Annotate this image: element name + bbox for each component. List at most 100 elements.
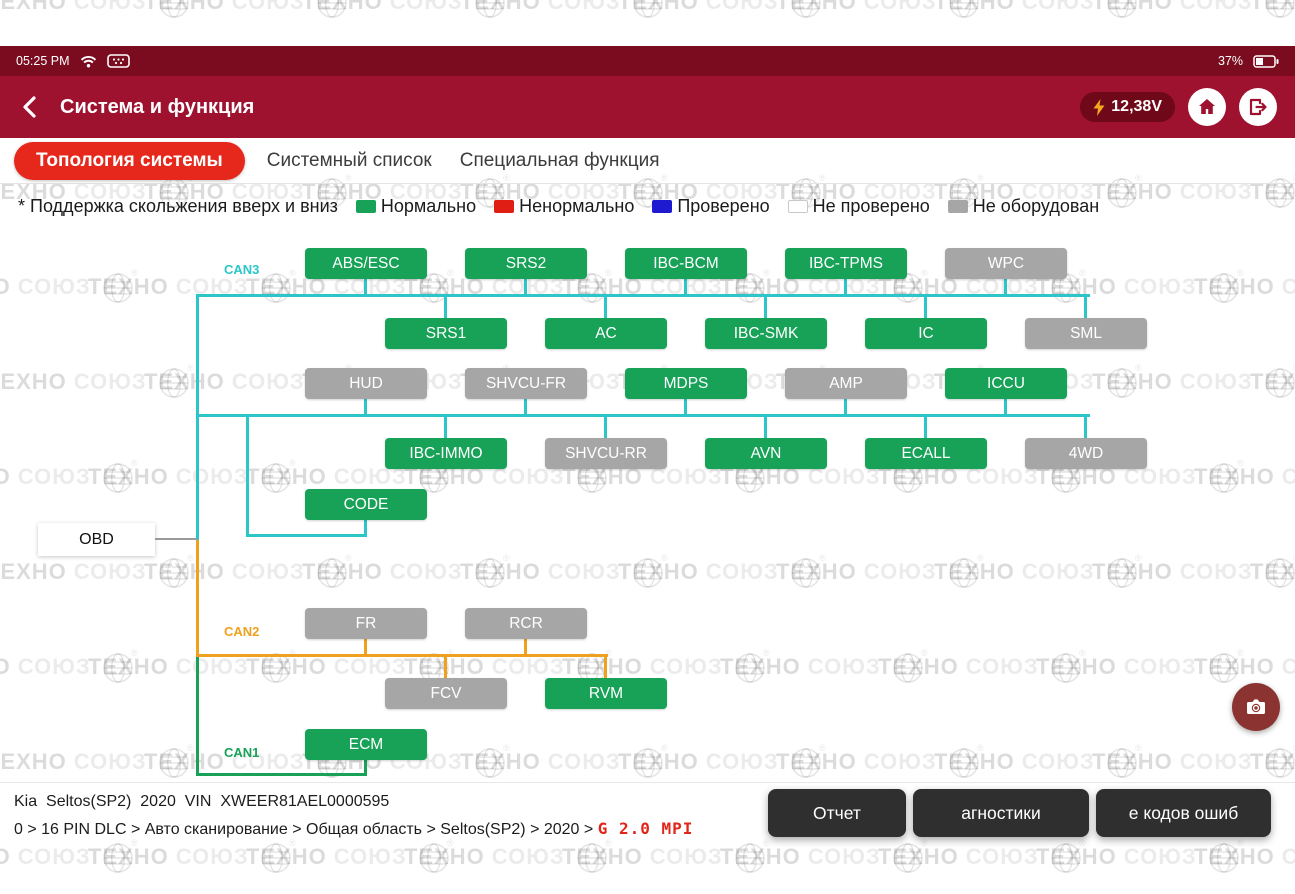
- module-fr[interactable]: FR: [305, 608, 427, 639]
- status-chip-not-scanned: [787, 200, 808, 213]
- svg-text:®: ®: [819, 173, 826, 183]
- bus-line-can3: [364, 520, 367, 534]
- svg-text:®: ®: [131, 838, 138, 848]
- svg-text:®: ®: [605, 838, 612, 848]
- bus-line-can3: [844, 279, 847, 294]
- footer-panel: Kia Seltos(SP2) 2020 VIN XWEER81AEL00005…: [0, 782, 1295, 894]
- bus-line-can3: [924, 297, 927, 318]
- bus-line-can3: [444, 297, 447, 318]
- bus-line-can3: [1084, 297, 1087, 318]
- module-code[interactable]: CODE: [305, 489, 427, 520]
- svg-text:®: ®: [661, 173, 668, 183]
- bus-line-can1: [364, 760, 367, 773]
- battery-percent: 37%: [1217, 54, 1243, 68]
- battery-icon: [1253, 54, 1279, 68]
- module-iccu[interactable]: ICCU: [945, 368, 1067, 399]
- module-sml[interactable]: SML: [1025, 318, 1147, 349]
- legend-item-normal: Нормально: [355, 196, 476, 217]
- svg-text:®: ®: [503, 553, 510, 563]
- breadcrumb-path: 0 > 16 PIN DLC > Авто сканирование > Общ…: [14, 821, 598, 838]
- module-ecall[interactable]: ECALL: [865, 438, 987, 469]
- exit-button[interactable]: [1239, 88, 1277, 126]
- module-rcr[interactable]: RCR: [465, 608, 587, 639]
- module-ibc-tpms[interactable]: IBC-TPMS: [785, 248, 907, 279]
- page-title: Система и функция: [60, 95, 255, 118]
- tab-special-function[interactable]: Специальная функция: [459, 149, 660, 171]
- module-shvcu-fr[interactable]: SHVCU-FR: [465, 368, 587, 399]
- module-srs1[interactable]: SRS1: [385, 318, 507, 349]
- diagnostics-button[interactable]: агностики: [913, 789, 1089, 837]
- home-icon: [1199, 99, 1215, 114]
- tab-bar: Топология системы Системный список Специ…: [0, 138, 1295, 184]
- module-ibc-immo[interactable]: IBC-IMMO: [385, 438, 507, 469]
- module-4wd[interactable]: 4WD: [1025, 438, 1147, 469]
- bus-line-can3: [246, 534, 367, 537]
- bus-line-can3: [524, 399, 527, 414]
- tab-system-list[interactable]: Системный список: [266, 149, 432, 171]
- module-fcv[interactable]: FCV: [385, 678, 507, 709]
- svg-text:®: ®: [447, 838, 454, 848]
- read-dtc-button[interactable]: е кодов ошиб: [1096, 789, 1271, 837]
- bus-label-can2: CAN2: [224, 624, 260, 639]
- svg-text:®: ®: [345, 173, 352, 183]
- vci-device-icon: [106, 54, 130, 68]
- svg-text:®: ®: [1079, 648, 1086, 658]
- svg-text:®: ®: [977, 743, 984, 753]
- svg-text:®: ®: [1135, 553, 1142, 563]
- svg-text:®: ®: [131, 458, 138, 468]
- bus-line-can3: [196, 414, 1090, 417]
- svg-text:®: ®: [1237, 268, 1244, 278]
- svg-text:®: ®: [921, 838, 928, 848]
- module-mdps[interactable]: MDPS: [625, 368, 747, 399]
- module-shvcu-rr[interactable]: SHVCU-RR: [545, 438, 667, 469]
- clock: 05:25 PM: [16, 54, 70, 68]
- svg-text:®: ®: [187, 363, 194, 373]
- module-amp[interactable]: AMP: [785, 368, 907, 399]
- svg-text:®: ®: [1237, 458, 1244, 468]
- module-ibc-smk[interactable]: IBC-SMK: [705, 318, 827, 349]
- bus-line-can3: [1084, 417, 1087, 438]
- bus-line-can3: [844, 399, 847, 414]
- svg-text:®: ®: [763, 268, 770, 278]
- engine-type: G 2.0 MPI: [597, 819, 694, 838]
- home-button[interactable]: [1188, 88, 1226, 126]
- module-rvm[interactable]: RVM: [545, 678, 667, 709]
- module-ibc-bcm[interactable]: IBC-BCM: [625, 248, 747, 279]
- module-srs2[interactable]: SRS2: [465, 248, 587, 279]
- bus-label-can1: CAN1: [224, 745, 260, 760]
- status-chip-scanned: [652, 200, 673, 213]
- bus-line-can2: [604, 657, 607, 678]
- legend-note: * Поддержка скольжения вверх и вниз: [18, 196, 338, 216]
- bus-line-can3: [764, 297, 767, 318]
- screenshot-button[interactable]: [1232, 683, 1280, 731]
- legend-item-not-equipped: Не оборудован: [947, 196, 1099, 217]
- svg-text:®: ®: [289, 838, 296, 848]
- bus-line-can3: [364, 279, 367, 294]
- module-wpc[interactable]: WPC: [945, 248, 1067, 279]
- svg-text:®: ®: [1293, 173, 1295, 183]
- wifi-icon: [80, 55, 96, 67]
- obd-connector: OBD: [38, 523, 155, 556]
- svg-text:®: ®: [921, 268, 928, 278]
- module-ecm[interactable]: ECM: [305, 729, 427, 760]
- legend-item-not-scanned: Не проверено: [787, 196, 930, 217]
- module-abs-esc[interactable]: ABS/ESC: [305, 248, 427, 279]
- bus-line-can2: [444, 657, 447, 678]
- report-button[interactable]: Отчет: [768, 789, 906, 837]
- bus-line-can3: [196, 294, 1090, 297]
- module-ic[interactable]: IC: [865, 318, 987, 349]
- module-ac[interactable]: AC: [545, 318, 667, 349]
- breadcrumb: 0 > 16 PIN DLC > Авто сканирование > Общ…: [14, 819, 1281, 839]
- module-avn[interactable]: AVN: [705, 438, 827, 469]
- tab-topology[interactable]: Топология системы: [14, 141, 245, 180]
- status-chip-not-equipped: [947, 200, 968, 213]
- back-button[interactable]: [18, 94, 44, 120]
- module-hud[interactable]: HUD: [305, 368, 427, 399]
- vehicle-info: Kia Seltos(SP2) 2020 VIN XWEER81AEL00005…: [14, 793, 390, 810]
- svg-text:®: ®: [1237, 838, 1244, 848]
- svg-text:®: ®: [447, 268, 454, 278]
- svg-text:®: ®: [289, 268, 296, 278]
- camera-icon: [1247, 699, 1265, 714]
- bus-line-obd: [155, 538, 197, 540]
